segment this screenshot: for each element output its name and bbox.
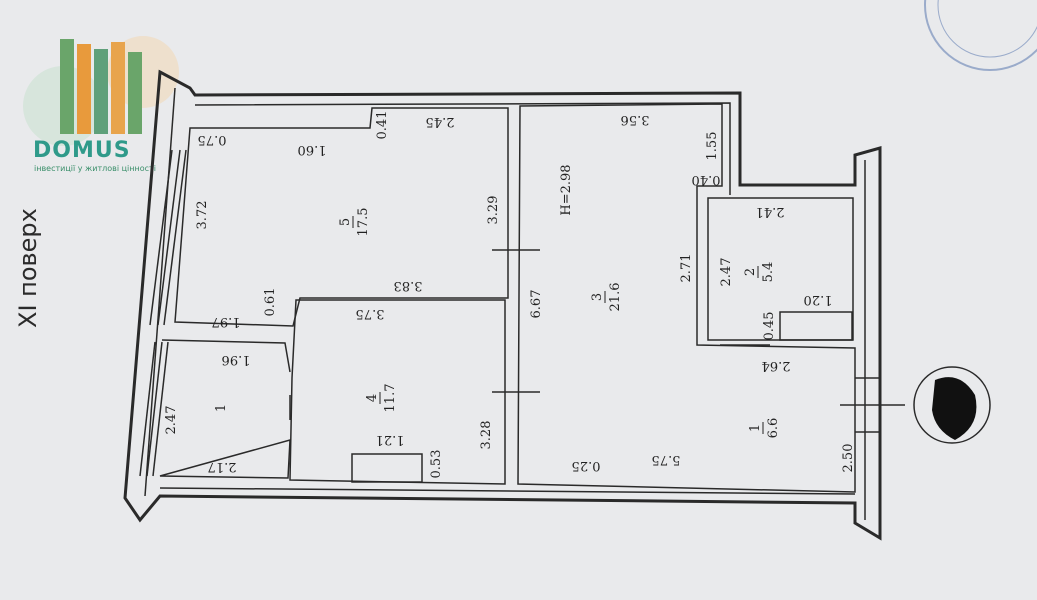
dim-label: 1.20 bbox=[804, 292, 833, 307]
dim-label: 2.47 bbox=[164, 406, 179, 435]
dim-label: 0.40 bbox=[692, 172, 721, 187]
room-4-area: 11.7 bbox=[383, 384, 398, 413]
room-5-number: 5 bbox=[338, 218, 353, 226]
dim-label: 1.55 bbox=[705, 132, 720, 161]
dim-label: 0.25 bbox=[572, 458, 601, 473]
dim-label: 2.47 bbox=[719, 258, 734, 287]
logo-tagline: інвестиції у житлові цінності bbox=[34, 164, 156, 173]
dim-label: 3.75 bbox=[356, 306, 385, 321]
dim-label: 2.71 bbox=[679, 254, 694, 283]
dim-label: 2.50 bbox=[841, 444, 856, 473]
dim-label: 0.41 bbox=[375, 111, 390, 140]
room-1a-number: 1 bbox=[214, 404, 229, 412]
dim-label: 1.60 bbox=[298, 142, 327, 157]
dim-label: 1.97 bbox=[212, 314, 241, 329]
dim-label: 0.75 bbox=[198, 132, 227, 147]
dim-label: 2.41 bbox=[756, 204, 785, 219]
dim-label: 2.45 bbox=[426, 114, 455, 129]
room-4-niche bbox=[351, 453, 423, 483]
room-3-area: 21.6 bbox=[608, 283, 623, 312]
room-5-outline bbox=[174, 107, 509, 327]
dim-label: 1.21 bbox=[376, 432, 405, 447]
outer-wall bbox=[123, 69, 882, 541]
room-4-number: 4 bbox=[365, 394, 380, 402]
dim-label: 0.61 bbox=[263, 288, 278, 317]
room-2-number: 2 bbox=[743, 268, 758, 276]
domus-logo bbox=[15, 24, 190, 184]
compass-icon bbox=[913, 366, 991, 444]
height-label: H=2.98 bbox=[559, 164, 574, 215]
dim-label: 3.72 bbox=[195, 201, 210, 230]
room-3-number: 3 bbox=[590, 293, 605, 301]
dim-label: 3.29 bbox=[486, 196, 501, 225]
window-left-bottom bbox=[139, 341, 169, 477]
stamp bbox=[924, 0, 1037, 71]
dim-label: 0.45 bbox=[762, 312, 777, 341]
dim-label: 2.64 bbox=[762, 358, 791, 373]
room-2-area: 5.4 bbox=[761, 262, 776, 283]
window-left-top bbox=[149, 149, 187, 326]
dim-label: 6.67 bbox=[529, 290, 544, 319]
dim-label: 2.17 bbox=[208, 459, 237, 474]
room-5-area: 17.5 bbox=[356, 208, 371, 237]
dim-label: 3.83 bbox=[394, 278, 423, 293]
dim-label: 5.75 bbox=[652, 452, 681, 467]
dim-label: 3.28 bbox=[479, 421, 494, 450]
dim-label: 0.53 bbox=[429, 450, 444, 479]
window-right bbox=[840, 377, 905, 433]
room-1b-number: 1 bbox=[748, 424, 763, 432]
logo-name: DOMUS bbox=[33, 138, 131, 163]
dim-label: 3.56 bbox=[621, 112, 650, 127]
room-3-outline bbox=[517, 103, 856, 493]
room-1a-outline bbox=[159, 339, 291, 479]
room-1b-area: 6.6 bbox=[766, 418, 781, 439]
dim-label: 1.96 bbox=[222, 352, 251, 367]
